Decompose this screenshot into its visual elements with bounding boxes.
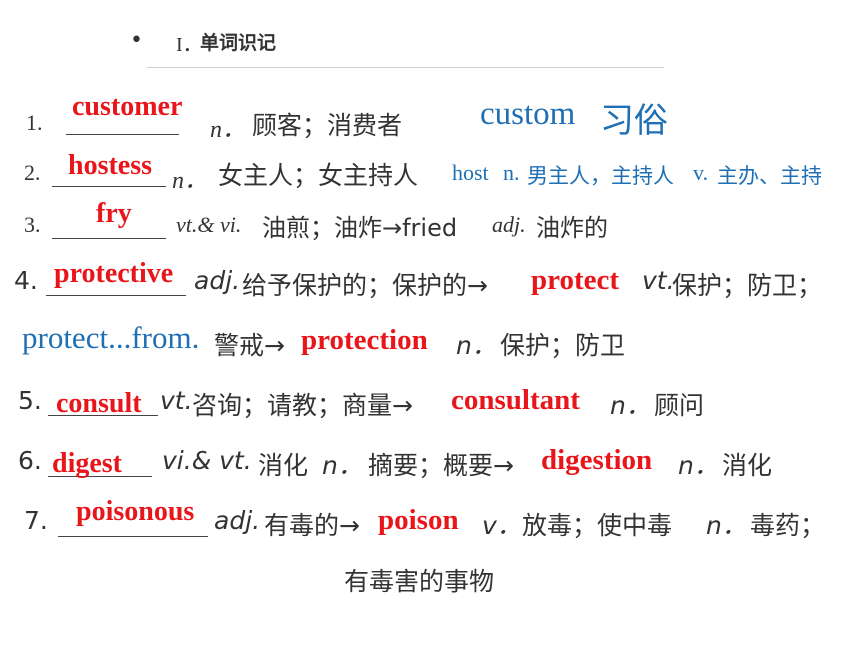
answer-blank: [52, 186, 166, 187]
answer-word: fry: [96, 198, 132, 229]
meaning: 毒药；: [750, 511, 826, 540]
note-meaning: 男主人，主持人: [527, 164, 674, 188]
part-of-speech: n．: [172, 168, 208, 194]
meaning: 警戒→: [214, 331, 285, 360]
part-of-speech: adj.: [214, 506, 261, 535]
meaning: 保护；防卫；: [672, 271, 823, 300]
part-of-speech: vt.: [642, 266, 675, 295]
meaning: 消化: [722, 451, 773, 480]
part-of-speech: adj.: [492, 212, 526, 237]
derived-word: poison: [378, 504, 459, 536]
answer-word: customer: [72, 91, 183, 122]
item-number: 2.: [24, 160, 41, 185]
meaning: 油煎；油炸→fried: [262, 214, 458, 242]
part-of-speech: vt.& vi.: [176, 212, 242, 237]
meaning: 保护；防卫: [500, 331, 626, 360]
meaning: 咨询；请教；商量→: [192, 391, 413, 420]
part-of-speech: n．: [678, 451, 719, 480]
part-of-speech: n．: [322, 451, 363, 480]
note-meaning: 主办、主持: [717, 164, 822, 188]
part-of-speech: n．: [456, 331, 497, 360]
meaning: 放毒；使中毒: [522, 511, 673, 540]
part-of-speech: n．: [610, 391, 651, 420]
note-pos: v.: [693, 160, 709, 185]
part-of-speech: adj.: [194, 266, 241, 295]
heading-divider: [147, 67, 664, 68]
part-of-speech: vi.& vt.: [162, 446, 252, 475]
note-pos: n.: [503, 160, 520, 185]
answer-blank: [48, 476, 152, 477]
answer-word: hostess: [68, 150, 153, 181]
answer-blank: [58, 536, 208, 537]
derived-word: consultant: [451, 384, 580, 416]
meaning: 消化: [258, 451, 309, 480]
part-of-speech: n．: [210, 117, 246, 143]
bullet: •: [130, 28, 143, 53]
meaning: 女主人；女主持人: [218, 161, 419, 190]
item-number: 3.: [24, 212, 41, 237]
part-of-speech: v．: [482, 511, 522, 540]
answer-blank: [46, 295, 186, 296]
answer-blank: [52, 238, 166, 239]
answer-word: digest: [52, 448, 122, 479]
meaning: 顾客；消费者: [252, 111, 403, 140]
answer-blank: [48, 415, 158, 416]
meaning: 顾问: [654, 391, 705, 420]
answer-word: poisonous: [76, 496, 195, 527]
part-of-speech: n．: [706, 511, 747, 540]
derived-word: protection: [301, 324, 428, 356]
derived-word: protect: [531, 264, 620, 296]
item-number: 1.: [26, 110, 43, 135]
note-word: custom: [480, 96, 576, 132]
answer-blank: [66, 134, 179, 135]
derived-word: digestion: [541, 444, 653, 476]
item-number: 4.: [14, 266, 38, 295]
phrase: protect...from.: [22, 320, 200, 355]
part-of-speech: vt.: [160, 386, 193, 415]
meaning: 给予保护的；保护的→: [242, 271, 488, 300]
answer-word: protective: [54, 258, 174, 289]
meaning: 有毒害的事物: [344, 567, 495, 596]
meaning: 有毒的→: [264, 511, 360, 540]
item-number: 5.: [18, 386, 42, 415]
meaning: 摘要；概要→: [368, 451, 514, 480]
note-meaning: 习俗: [600, 101, 668, 141]
note-word: host: [452, 160, 489, 185]
item-number: 7.: [24, 506, 48, 535]
item-number: 6.: [18, 446, 42, 475]
section-number: I．: [176, 34, 203, 56]
meaning: 油炸的: [536, 214, 608, 242]
section-title: 单词识记: [200, 32, 277, 54]
answer-word: consult: [56, 388, 142, 419]
